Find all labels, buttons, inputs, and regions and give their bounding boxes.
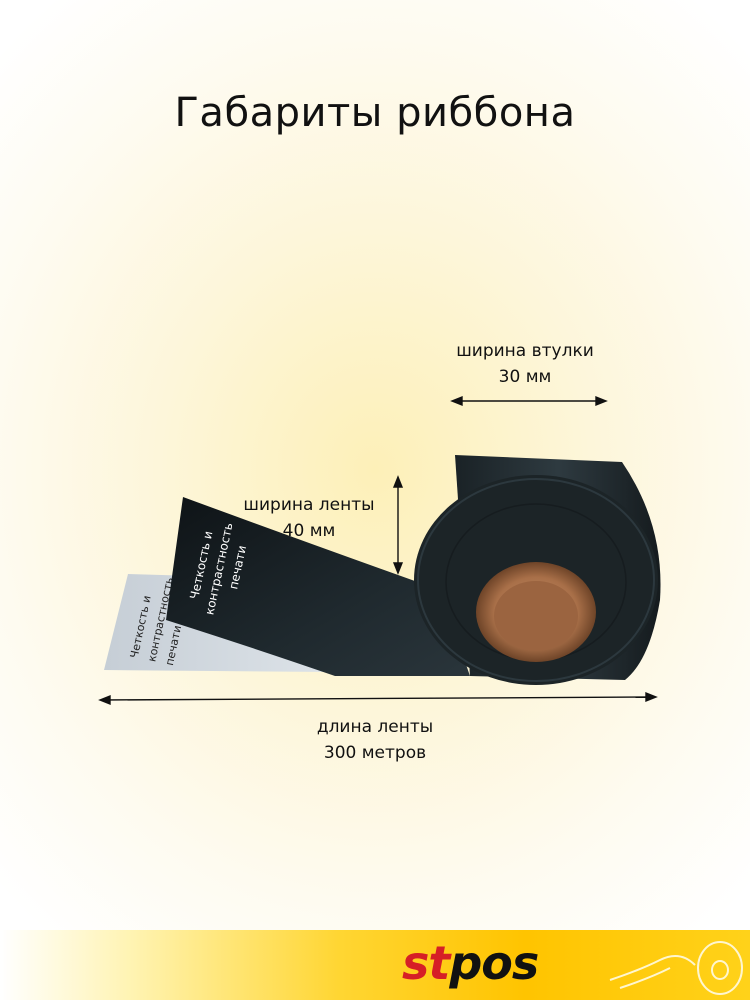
ribbon-decoration-icon (609, 941, 743, 995)
logo-part-st: st (402, 936, 450, 990)
tape-width-value: 40 мм (282, 521, 336, 541)
tape-length-label: длина ленты 300 метров (290, 714, 460, 766)
logo-part-pos: pos (449, 936, 539, 990)
tape-length-value: 300 метров (323, 743, 427, 763)
tape-length-title: длина ленты (316, 717, 434, 737)
tape-width-title: ширина ленты (243, 495, 375, 515)
core-width-value: 30 мм (498, 367, 552, 387)
stpos-logo: stpos (402, 930, 539, 1000)
core-width-label: ширина втулки 30 мм (440, 338, 610, 390)
bottom-brand-band (0, 930, 750, 1000)
tape-width-label: ширина ленты 40 мм (224, 492, 394, 544)
page-title: Габариты риббона (174, 90, 576, 136)
core-width-title: ширина втулки (456, 341, 594, 361)
ribbon-tape (166, 497, 470, 676)
tape-length-arrow (101, 696, 655, 701)
